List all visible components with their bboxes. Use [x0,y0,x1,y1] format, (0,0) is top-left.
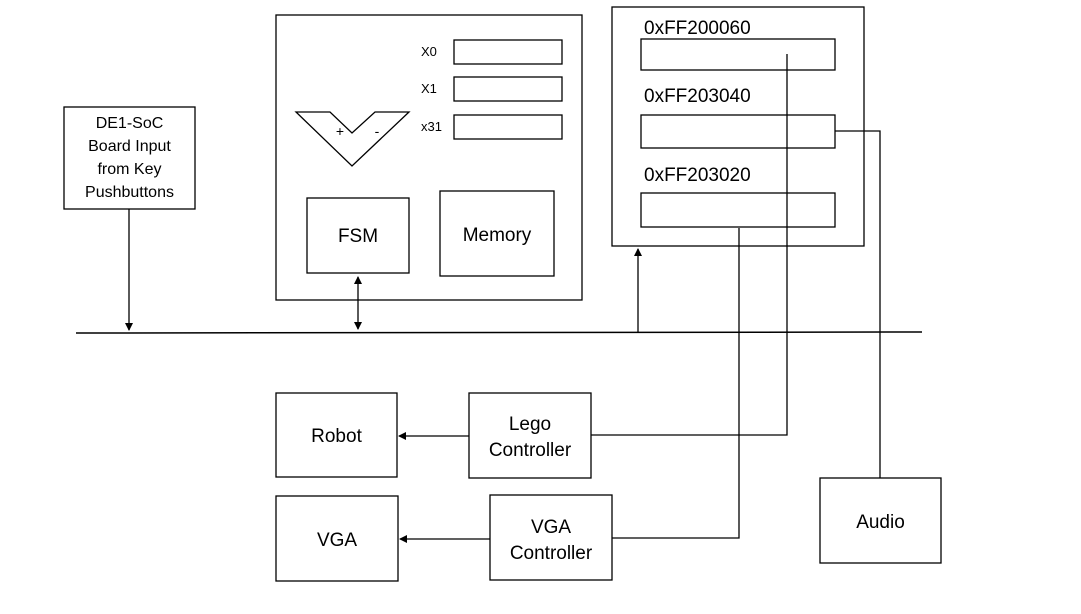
wire-0xff200060-to-lego [591,54,788,436]
fsm-label: FSM [338,226,378,247]
memory-box [439,190,555,277]
wire-0xff203040-to-audio [835,130,881,478]
register-0xff203020 [640,192,836,228]
register-label-x0: X0 [421,44,437,59]
address-label-0xff203020: 0xFF203020 [644,165,751,186]
audio-label: Audio [856,512,905,533]
key-input-line-1: DE1-SoC [96,115,164,132]
vga-block: VGA [275,495,399,582]
lego-controller-box [468,392,592,479]
register-x0 [453,39,563,65]
vga-box [275,495,399,582]
alu-plus-sign: + [336,123,344,139]
register-label-x1: X1 [421,81,437,96]
alu-minus-sign: - [375,123,380,139]
register-0xff200060 [640,38,836,71]
register-label-x31: x31 [421,119,442,134]
address-label-0xff200060: 0xFF200060 [644,18,751,39]
audio-box [819,477,942,564]
audio-block: Audio [819,477,942,564]
fsm-box [306,197,410,274]
register-x1 [453,76,563,102]
lego-controller-line-2: Controller [489,440,572,461]
robot-block: Robot [275,392,398,478]
key-input-line-2: Board Input [88,138,171,155]
register-0xff203040 [640,114,836,149]
vga-controller-line-2: Controller [510,543,593,564]
key-input-block: DE1-SoC Board Input from Key Pushbuttons [63,106,196,210]
alu-shape [294,111,411,167]
robot-box [275,392,398,478]
memory-label: Memory [463,225,532,246]
wire-0xff203020-to-vga-controller [612,228,740,539]
address-label-0xff203040: 0xFF203040 [644,86,751,107]
vga-controller-block: VGA Controller [489,494,613,581]
robot-label: Robot [311,426,362,447]
lego-controller-line-1: Lego [509,414,551,435]
key-input-box [63,106,196,210]
vga-label: VGA [317,530,357,551]
processor-block: X0 X1 x31 + - FSM Memory [275,14,583,301]
lego-controller-block: Lego Controller [468,392,592,479]
register-x31 [453,114,563,140]
key-input-line-4: Pushbuttons [85,184,174,201]
system-bus [75,331,923,334]
io-address-block: 0xFF200060 0xFF203040 0xFF203020 [611,6,865,247]
key-input-line-3: from Key [97,161,161,178]
vga-controller-line-1: VGA [531,517,571,538]
